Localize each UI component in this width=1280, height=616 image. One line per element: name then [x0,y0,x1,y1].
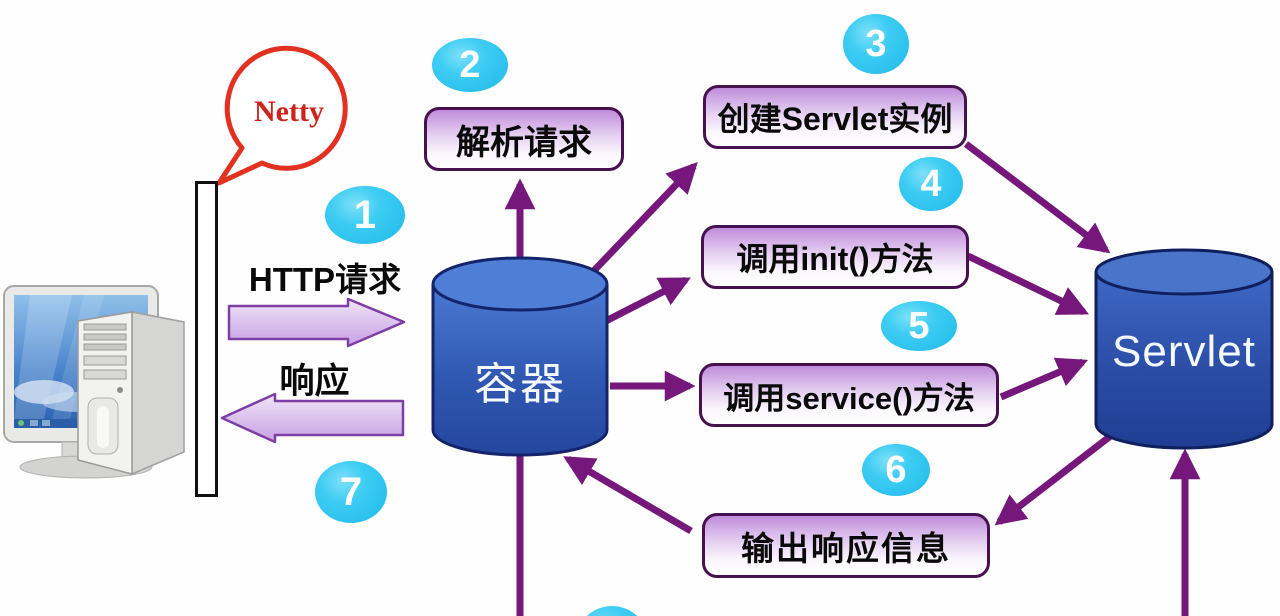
arrow-service-to-servlet [999,357,1089,401]
step-badge-3: 3 [843,14,909,74]
step-badge-5: 5 [881,301,957,351]
arrow-init-to-servlet [966,252,1089,316]
container-cylinder [431,256,609,457]
step-badge-7: 7 [315,461,387,523]
parse-request-box: 解析请求 [424,107,624,171]
connector-arrows [504,141,1201,616]
call-service-box: 调用service()方法 [699,363,999,427]
arrow-output-to-container [563,455,693,535]
netty-label: Netty [254,95,324,128]
call-init-box: 调用init()方法 [701,225,969,289]
step-badge-4: 4 [899,157,963,211]
servlet-cylinder [1094,248,1274,450]
arrow-servlet-to-output [994,428,1120,526]
http-request-arrow [227,297,406,348]
netty-speech-bubble [216,45,348,186]
create-servlet-box: 创建Servlet实例 [703,85,967,149]
step-badge-6: 6 [862,444,930,496]
step-badge-2: 2 [432,38,508,92]
step-badge-partial [574,606,650,616]
http-request-label: HTTP请求 [248,261,402,298]
arrow-container-to-init [602,276,691,326]
response-arrow [220,392,405,444]
step-badge-1: 1 [325,186,405,244]
partition-bar [195,181,218,497]
arrow-container-to-create [582,161,698,283]
container-label: 容器 [474,360,566,409]
output-response-box: 输出响应信息 [702,513,990,578]
computer-icon [3,285,185,479]
arrow-create-to-servlet [963,141,1111,254]
servlet-label: Servlet [1112,327,1256,376]
response-label: 响应 [279,362,350,401]
